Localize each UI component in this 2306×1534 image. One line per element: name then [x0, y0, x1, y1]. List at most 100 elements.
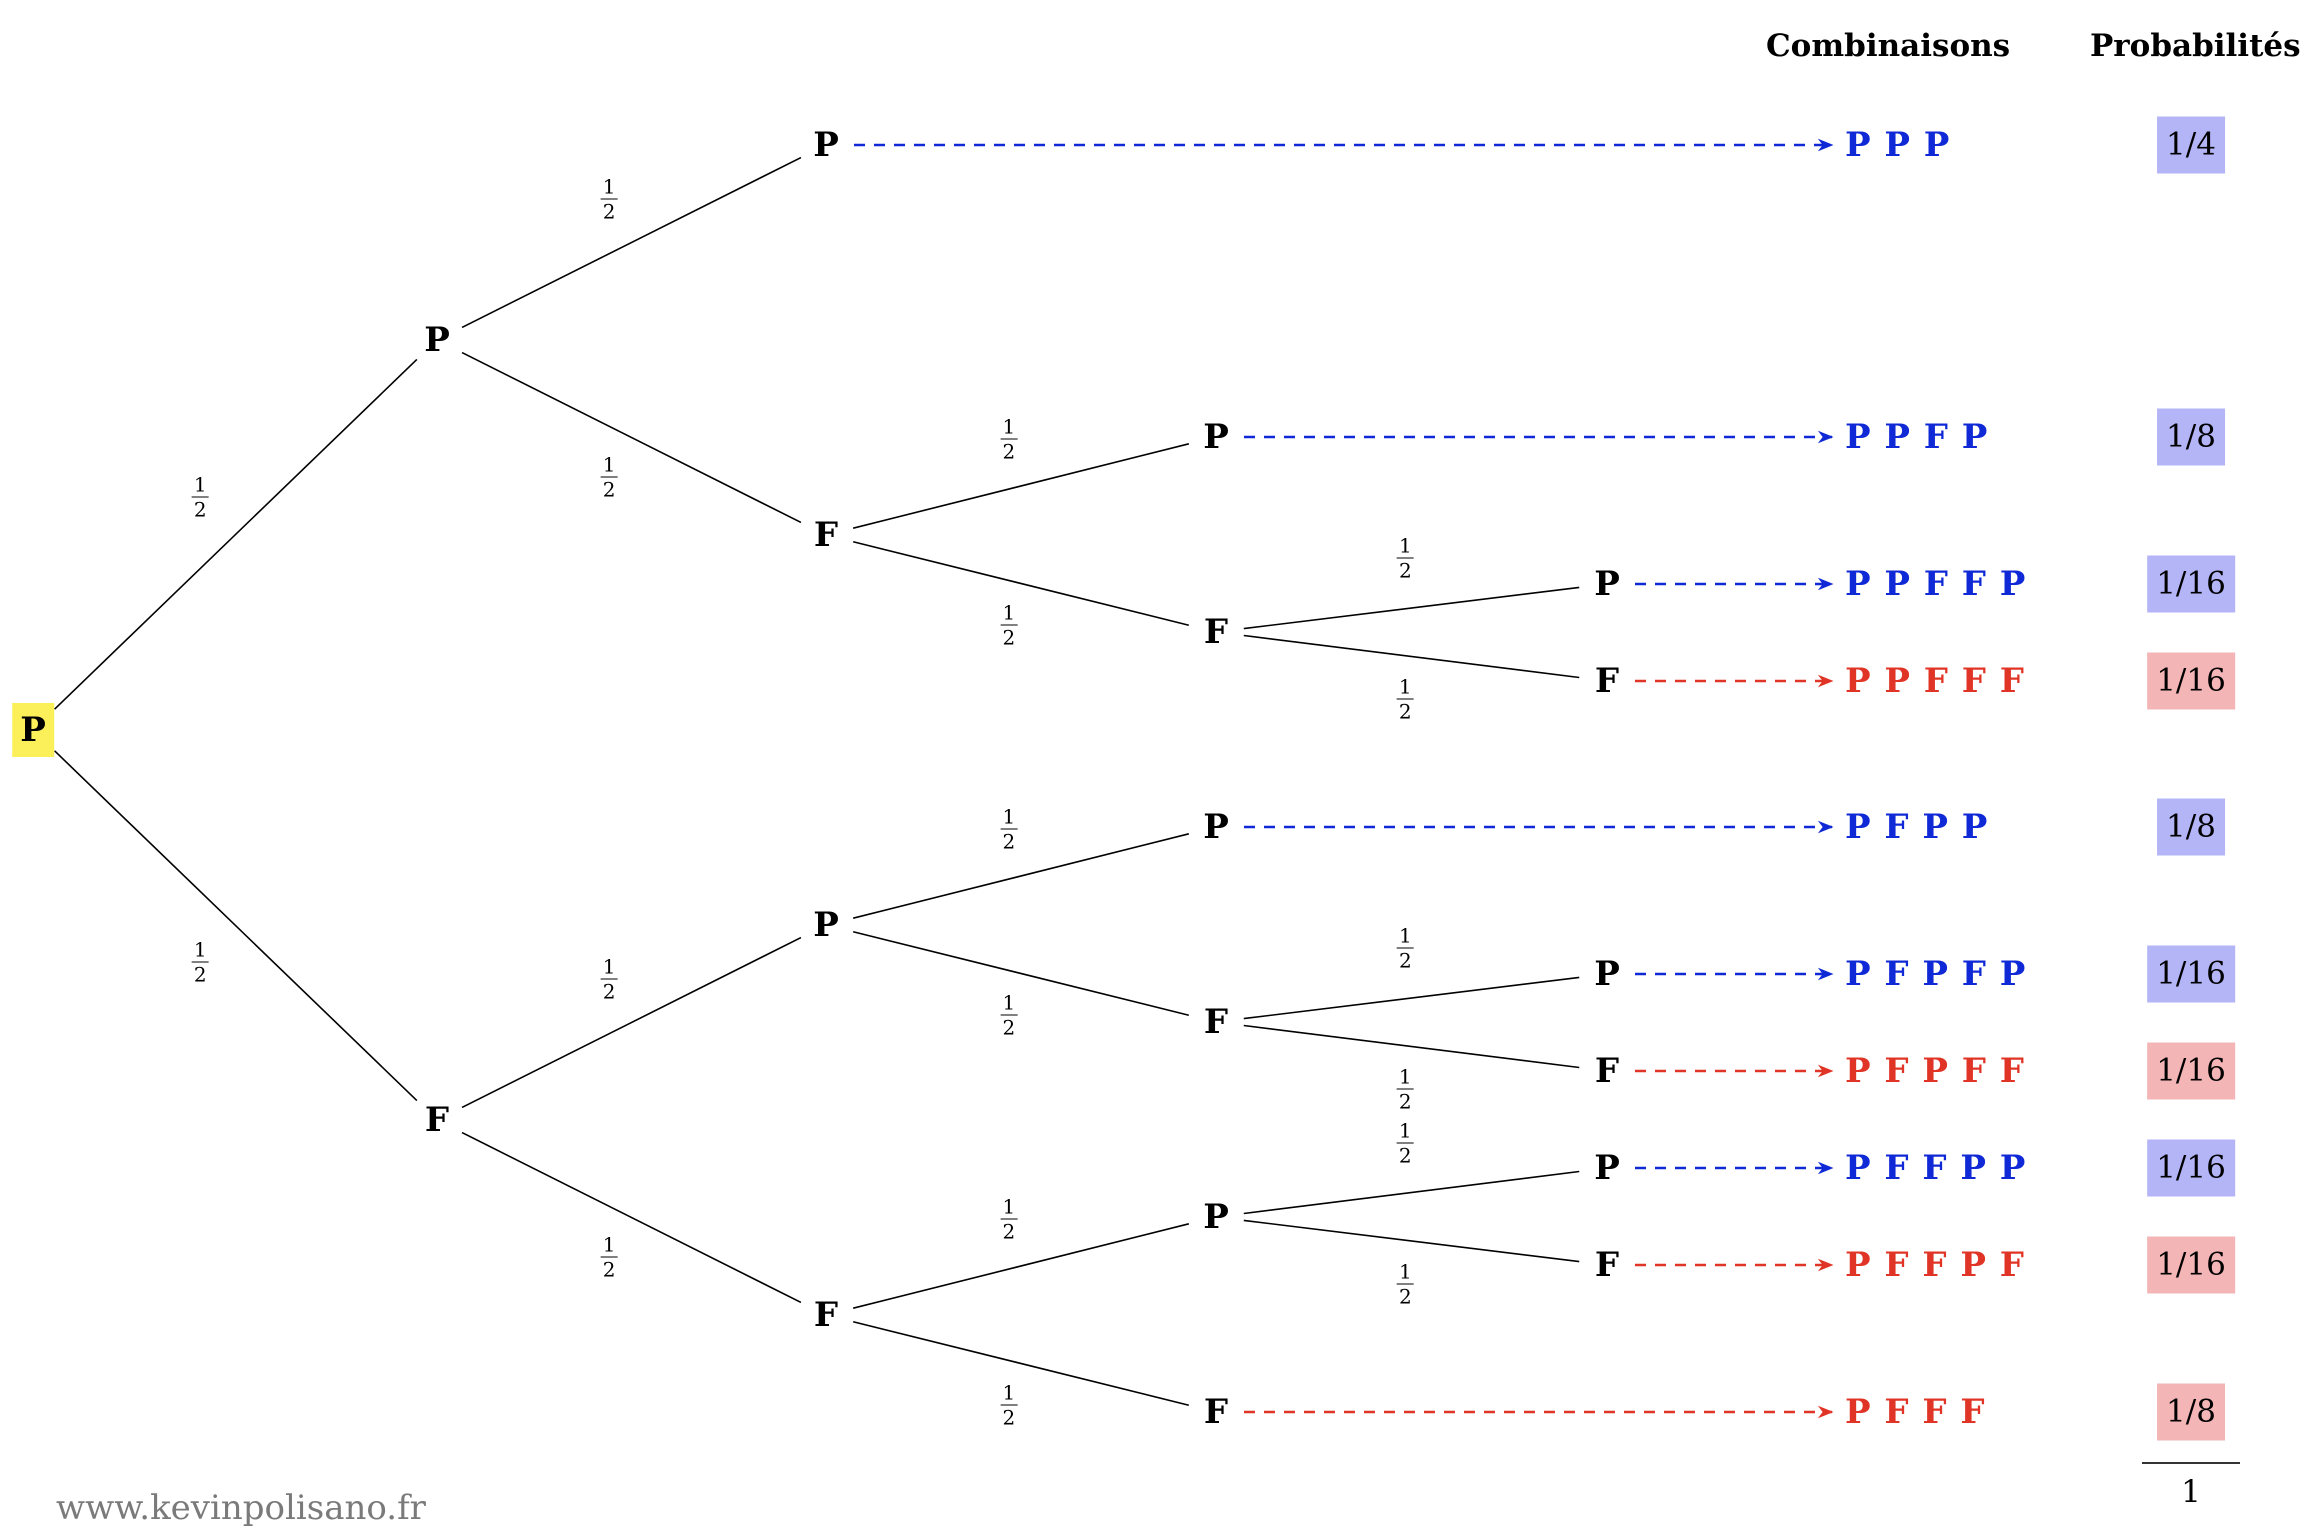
probability-badge: 1/8: [2157, 1383, 2225, 1441]
tree-node-success: P: [1594, 1148, 1620, 1188]
sum-divider: [2142, 1462, 2240, 1464]
probability-badge: 1/16: [2147, 555, 2235, 613]
footer-website: www.kevinpolisano.fr: [56, 1488, 426, 1528]
fraction-numerator: 1: [600, 1232, 618, 1258]
tree-edge: [852, 443, 1190, 529]
fraction-denominator: 2: [1398, 1089, 1412, 1114]
fraction-numerator: 1: [191, 472, 209, 498]
fraction-denominator: 2: [1002, 829, 1016, 854]
tree-edge: [1243, 1170, 1580, 1215]
fraction-denominator: 2: [1398, 1143, 1412, 1168]
tree-edge: [852, 540, 1190, 627]
tree-node-failure: F: [424, 1100, 450, 1140]
probability-badge: 1/16: [2147, 1139, 2235, 1197]
tree-node-failure: F: [1594, 661, 1620, 701]
tree-edge: [1243, 1219, 1580, 1263]
fraction-numerator: 1: [600, 954, 618, 980]
tree-edge: [1243, 586, 1580, 630]
tree-edge: [852, 833, 1190, 919]
combination-success: P F P F P: [1845, 954, 2027, 994]
probability-badge: 1/16: [2147, 1042, 2235, 1100]
fraction-numerator: 1: [191, 937, 209, 963]
probability-badge: 1/8: [2157, 408, 2225, 466]
tree-edge: [461, 156, 802, 329]
fraction-denominator: 2: [1002, 1219, 1016, 1244]
combination-failure: P P F F F: [1845, 661, 2025, 701]
combinations-header: Combinaisons: [1766, 28, 2011, 64]
fraction-numerator: 1: [600, 452, 618, 478]
tree-edge: [461, 351, 802, 524]
fraction-denominator: 2: [193, 497, 207, 522]
fraction-denominator: 2: [1398, 699, 1412, 724]
fraction-denominator: 2: [193, 962, 207, 987]
tree-edge: [461, 936, 802, 1109]
tree-node-success: P: [424, 320, 450, 360]
combination-failure: P F F F: [1845, 1392, 1986, 1432]
fraction-denominator: 2: [602, 979, 616, 1004]
fraction-denominator: 2: [1002, 625, 1016, 650]
tree-node-failure: F: [1594, 1051, 1620, 1091]
tree-edge: [852, 930, 1190, 1017]
tree-edge: [54, 358, 418, 710]
combination-failure: P F P F F: [1845, 1051, 2025, 1091]
tree-node-success: P: [813, 905, 839, 945]
combination-success: P F F P P: [1845, 1148, 2027, 1188]
probability-badge: 1/4: [2157, 116, 2225, 174]
fraction-denominator: 2: [602, 477, 616, 502]
combination-failure: P F F P F: [1845, 1245, 2025, 1285]
tree-node-success: P: [1594, 564, 1620, 604]
fraction-numerator: 1: [1396, 1064, 1414, 1090]
combination-success: P F P P: [1845, 807, 1989, 847]
fraction-numerator: 1: [1397, 533, 1414, 559]
tree-edge: [1243, 634, 1580, 679]
combination-success: P P F P: [1845, 417, 1989, 457]
fraction-denominator: 2: [602, 1257, 616, 1282]
tree-node-success: P: [1594, 954, 1620, 994]
fraction-numerator: 1: [1000, 990, 1018, 1016]
fraction-numerator: 1: [1000, 804, 1018, 830]
fraction-denominator: 2: [1002, 1405, 1016, 1430]
probabilities-header: Probabilités: [2090, 28, 2301, 64]
fraction-denominator: 2: [1399, 558, 1412, 583]
fraction-denominator: 2: [1002, 439, 1016, 464]
tree-node-failure: F: [1203, 1392, 1229, 1432]
fraction-numerator: 1: [1396, 674, 1414, 700]
tree-node-failure: F: [1203, 1002, 1229, 1042]
fraction-denominator: 2: [1002, 1015, 1016, 1040]
tree-node-success: P: [813, 125, 839, 165]
tree-edge: [1243, 1024, 1580, 1069]
tree-edge: [1243, 976, 1580, 1020]
combination-success: P P P: [1845, 125, 1951, 165]
tree-node-success: P: [1203, 1197, 1229, 1237]
fraction-numerator: 1: [1000, 414, 1018, 440]
tree-edge: [852, 1223, 1190, 1309]
fraction-numerator: 1: [600, 174, 618, 200]
tree-edge: [461, 1131, 802, 1304]
probability-total: 1: [2181, 1474, 2201, 1510]
fraction-denominator: 2: [1399, 948, 1412, 973]
combination-success: P P F F P: [1845, 564, 2027, 604]
probability-badge: 1/16: [2147, 945, 2235, 1003]
fraction-numerator: 1: [1000, 600, 1018, 626]
tree-root-node: P: [12, 703, 54, 757]
tree-node-success: P: [1203, 417, 1229, 457]
fraction-denominator: 2: [602, 199, 616, 224]
tree-edge: [54, 750, 418, 1102]
